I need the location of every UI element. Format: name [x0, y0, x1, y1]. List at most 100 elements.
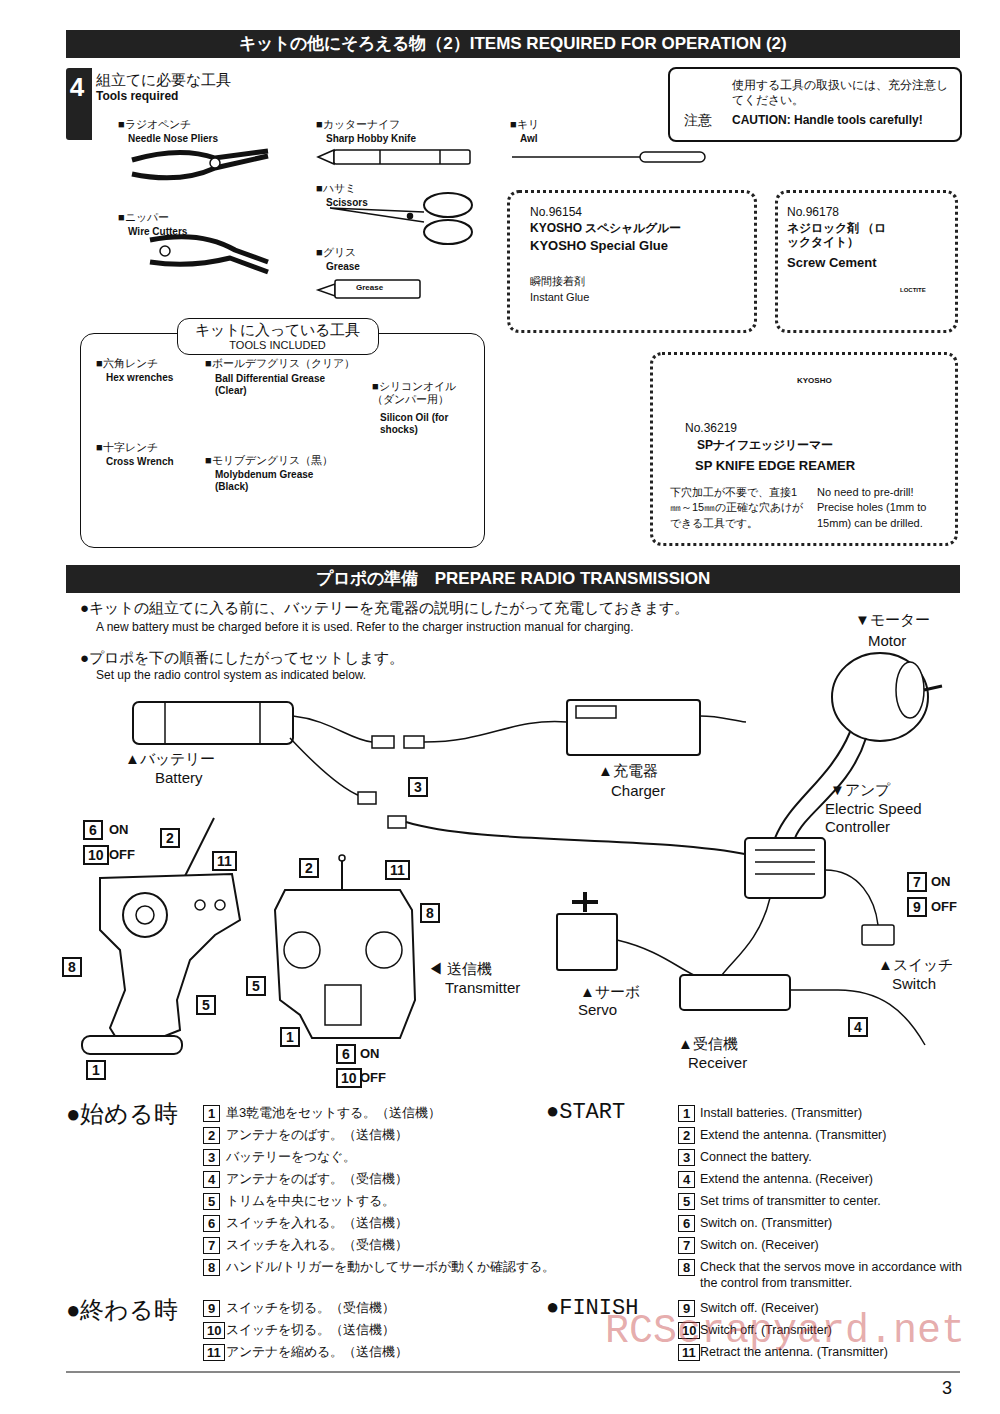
header-text: プロポの準備 PREPARE RADIO TRANSMISSION [66, 569, 960, 589]
product-marking: LOCTITE [900, 287, 926, 294]
tool-name: Awl [520, 133, 538, 145]
step-text: スイッチを入れる。（送信機） [226, 1215, 408, 1231]
part-label: ▲スイッチ [878, 956, 953, 974]
step-text: Extend the antenna. (Transmitter) [700, 1127, 962, 1143]
callout-number: 2 [299, 858, 319, 878]
step-text: バッテリーをつなぐ。 [226, 1149, 356, 1165]
part-label: ▲充電器 [598, 762, 658, 780]
callout-number: 6 [336, 1044, 356, 1064]
product-name: KYOSHO Special Glue [530, 238, 668, 254]
section-heading: ●START [546, 1100, 625, 1126]
step-number: 5 [678, 1193, 695, 1210]
box-heading: TOOLS INCLUDED [178, 339, 377, 352]
step-number: 2 [678, 1127, 695, 1144]
callout-number: 1 [280, 1027, 300, 1047]
part-label: ▲サーボ [580, 983, 640, 1001]
page-number: 3 [942, 1378, 952, 1400]
step-number: 4 [66, 72, 88, 103]
tool-name: ■ハサミ [316, 182, 356, 195]
step-number: 7 [678, 1237, 695, 1254]
product-note: 瞬間接着剤 [530, 275, 585, 288]
step-text: Extend the antenna. (Receiver) [700, 1171, 962, 1187]
callout-number: 2 [160, 828, 180, 848]
step-number: 3 [678, 1149, 695, 1166]
step-heading: 組立てに必要な工具 [96, 71, 231, 89]
tool-name: Silicon Oil (for shocks) [380, 412, 455, 436]
step-text: スイッチを入れる。（受信機） [226, 1237, 408, 1253]
product-note: Instant Glue [530, 291, 589, 304]
part-label: Motor [868, 632, 906, 650]
product-box: No.96178ネジロック剤 （ロックタイト）Screw Cement [775, 190, 958, 333]
header-band: プロポの準備 PREPARE RADIO TRANSMISSION [66, 565, 960, 593]
switch-state: ON [931, 874, 951, 890]
tool-name: ■キリ [510, 118, 539, 131]
callout-number: 7 [907, 872, 927, 892]
step-tab: 4 [66, 68, 92, 140]
watermark: RCScrapyard.net [605, 1308, 965, 1356]
tool-name: Cross Wrench [106, 456, 174, 468]
instruction-text: ●プロポを下の順番にしたがってセットします。 [80, 649, 404, 667]
part-label: Switch [892, 975, 936, 993]
tool-name: Ball Differential Grease (Clear) [215, 373, 345, 397]
step-number: 9 [203, 1300, 220, 1317]
step-text: アンテナをのばす。（受信機） [226, 1171, 408, 1187]
tool-name: ■六角レンチ [96, 357, 158, 370]
callout-number: 10 [83, 845, 109, 865]
step-number: 6 [678, 1215, 695, 1232]
product-name: ネジロック剤 （ロックタイト） [787, 221, 887, 250]
switch-state: OFF [360, 1070, 386, 1086]
step-number: 3 [203, 1149, 220, 1166]
part-label: ▲バッテリー [125, 750, 215, 768]
tool-name: ■十字レンチ [96, 441, 158, 454]
step-number: 4 [203, 1171, 220, 1188]
callout-number: 8 [62, 957, 82, 977]
step-number: 8 [678, 1259, 695, 1276]
callout-number: 3 [408, 777, 428, 797]
step-number: 8 [203, 1259, 220, 1276]
product-note: 下穴加工が不要で、直接1㎜～15㎜の正確な穴あけができる工具です。 [670, 485, 805, 531]
switch-state: OFF [109, 847, 135, 863]
tool-name: ■グリス [316, 246, 356, 259]
switch-state: OFF [931, 899, 957, 915]
step-text: Connect the battery. [700, 1149, 962, 1165]
tool-name: Hex wrenches [106, 372, 173, 384]
step-number: 1 [203, 1105, 220, 1122]
instruction-text: Set up the radio control system as indic… [96, 668, 366, 682]
step-heading: Tools required [96, 89, 178, 103]
step-text: トリムを中央にセットする。 [226, 1193, 395, 1209]
callout-number: 6 [83, 820, 103, 840]
caution-text: CAUTION: Handle tools carefully! [732, 113, 923, 127]
step-number: 6 [203, 1215, 220, 1232]
box-heading: キットに入っている工具 [178, 321, 377, 339]
switch-state: ON [109, 822, 129, 838]
step-number: 4 [678, 1171, 695, 1188]
part-label: Receiver [688, 1054, 747, 1072]
step-number: 7 [203, 1237, 220, 1254]
header-text: キットの他にそろえる物（2）ITEMS REQUIRED FOR OPERATI… [66, 34, 960, 54]
caution-text: 使用する工具の取扱いには、充分注意してください。 [732, 78, 950, 108]
product-marking: KYOSHO [797, 376, 832, 386]
step-text: スイッチを切る。（送信機） [226, 1322, 395, 1338]
product-number: No.36219 [685, 421, 737, 435]
tool-name: ■モリブデングリス（黒） [205, 454, 333, 467]
step-text: ハンドル/トリガーを動かしてサーボが動くか確認する。 [226, 1259, 555, 1275]
part-label: Servo [578, 1001, 617, 1019]
step-number: 10 [203, 1322, 225, 1339]
caution-box: 注意使用する工具の取扱いには、充分注意してください。CAUTION: Handl… [668, 67, 962, 142]
step-text: アンテナをのばす。（送信機） [226, 1127, 408, 1143]
part-label: ▼アンプ [830, 781, 890, 799]
part-label: Transmitter [445, 979, 520, 997]
section-heading: ●始める時 [66, 1100, 179, 1129]
tool-name: ■ラジオペンチ [118, 118, 191, 131]
callout-number: 5 [246, 976, 266, 996]
part-label: ▼モーター [855, 611, 930, 629]
step-text: Install batteries. (Transmitter) [700, 1105, 962, 1121]
tool-name: Wire Cutters [128, 226, 187, 238]
callout-number: 9 [907, 897, 927, 917]
product-box: No.96154KYOSHO スペシャルグルーKYOSHO Special Gl… [507, 190, 757, 333]
part-label: Electric Speed Controller [825, 800, 953, 836]
callout-number: 1 [86, 1060, 106, 1080]
step-text: Check that the servos move in accordance… [700, 1259, 962, 1292]
tool-name: Scissors [326, 197, 368, 209]
step-text: 単3乾電池をセットする。（送信機） [226, 1105, 441, 1121]
